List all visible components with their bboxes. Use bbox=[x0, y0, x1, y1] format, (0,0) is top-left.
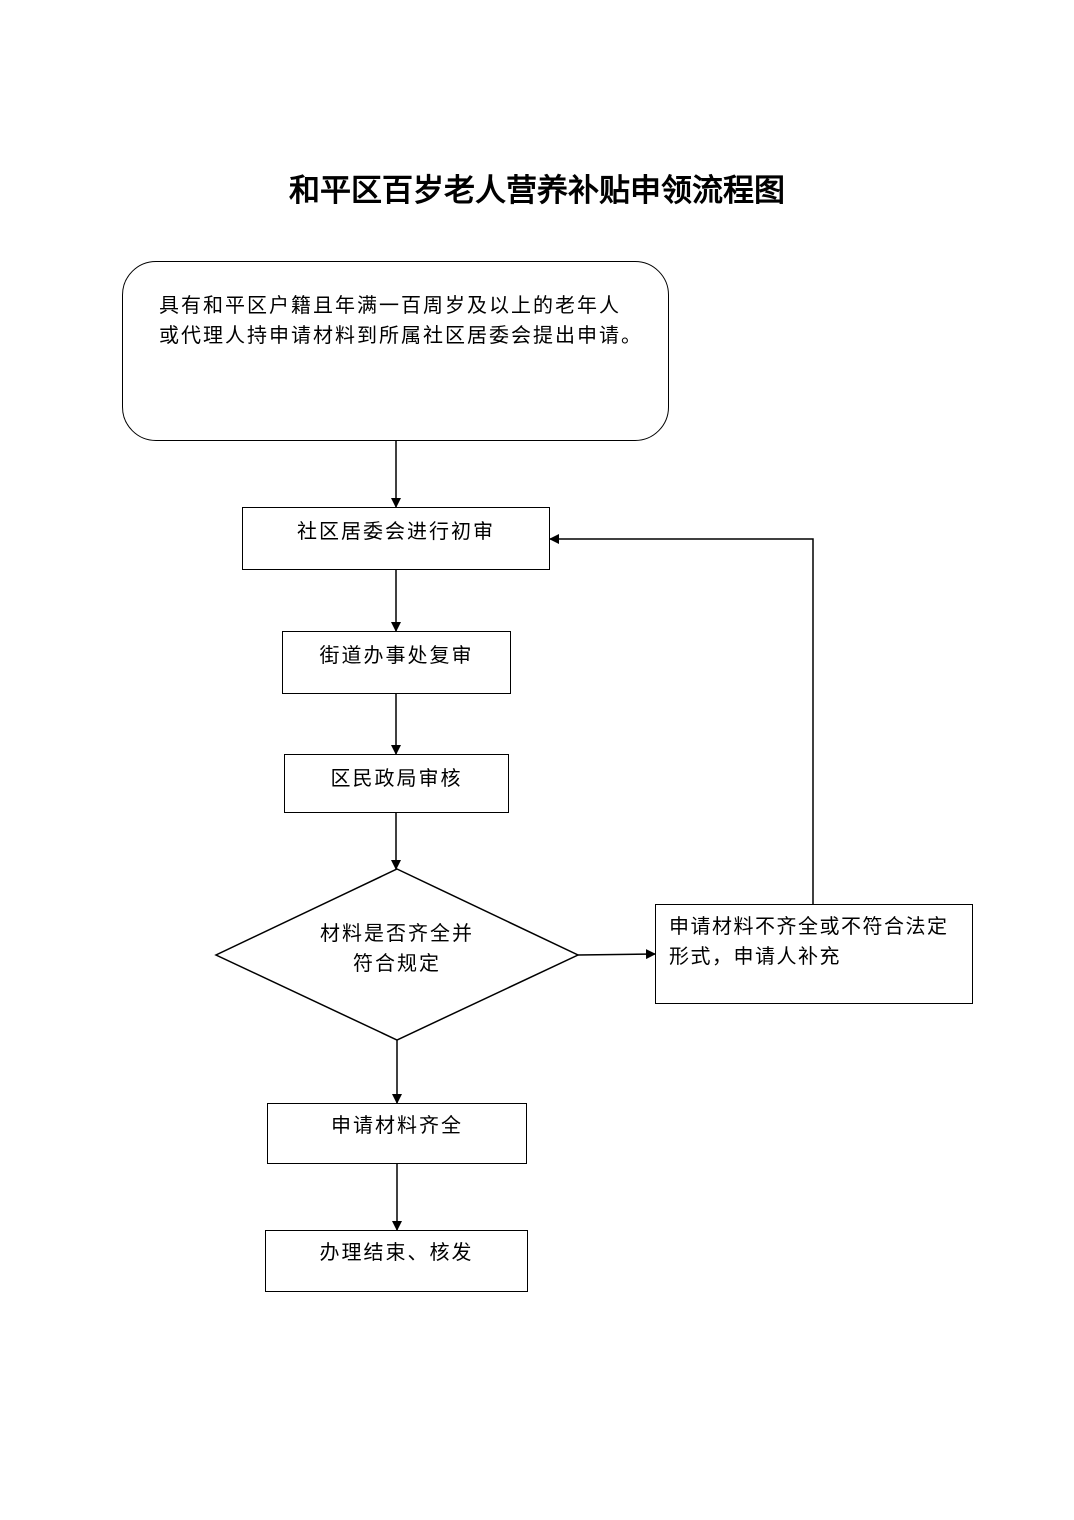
decision-text: 材料是否齐全并 符合规定 bbox=[296, 918, 498, 978]
decision-line2: 符合规定 bbox=[353, 951, 441, 975]
arrow-decision-to-supplement bbox=[577, 949, 656, 960]
decision-line1: 材料是否齐全并 bbox=[320, 921, 474, 945]
complete-node: 申请材料齐全 bbox=[267, 1103, 527, 1164]
page-title: 和平区百岁老人营养补贴申领流程图 bbox=[289, 173, 785, 209]
supplement-node: 申请材料不齐全或不符合法定 形式，申请人补充 bbox=[655, 904, 973, 1004]
street-review-label: 街道办事处复审 bbox=[319, 643, 474, 667]
finish-label: 办理结束、核发 bbox=[319, 1240, 474, 1264]
start-node-line1: 具有和平区户籍且年满一百周岁及以上的老年人 bbox=[159, 293, 621, 317]
street-review-node: 街道办事处复审 bbox=[282, 631, 511, 694]
finish-node: 办理结束、核发 bbox=[265, 1230, 528, 1292]
start-node-line2: 或代理人持申请材料到所属社区居委会提出申请。 bbox=[159, 323, 643, 347]
supplement-line2: 形式，申请人补充 bbox=[669, 944, 841, 968]
bureau-review-label: 区民政局审核 bbox=[330, 766, 463, 790]
start-node: 具有和平区户籍且年满一百周岁及以上的老年人 或代理人持申请材料到所属社区居委会提… bbox=[122, 261, 669, 441]
community-review-label: 社区居委会进行初审 bbox=[297, 519, 495, 543]
bureau-review-node: 区民政局审核 bbox=[284, 754, 509, 813]
community-review-node: 社区居委会进行初审 bbox=[242, 507, 550, 570]
arrow-supplement-to-community bbox=[549, 534, 814, 904]
complete-label: 申请材料齐全 bbox=[331, 1113, 463, 1137]
supplement-line1: 申请材料不齐全或不符合法定 bbox=[669, 914, 949, 938]
